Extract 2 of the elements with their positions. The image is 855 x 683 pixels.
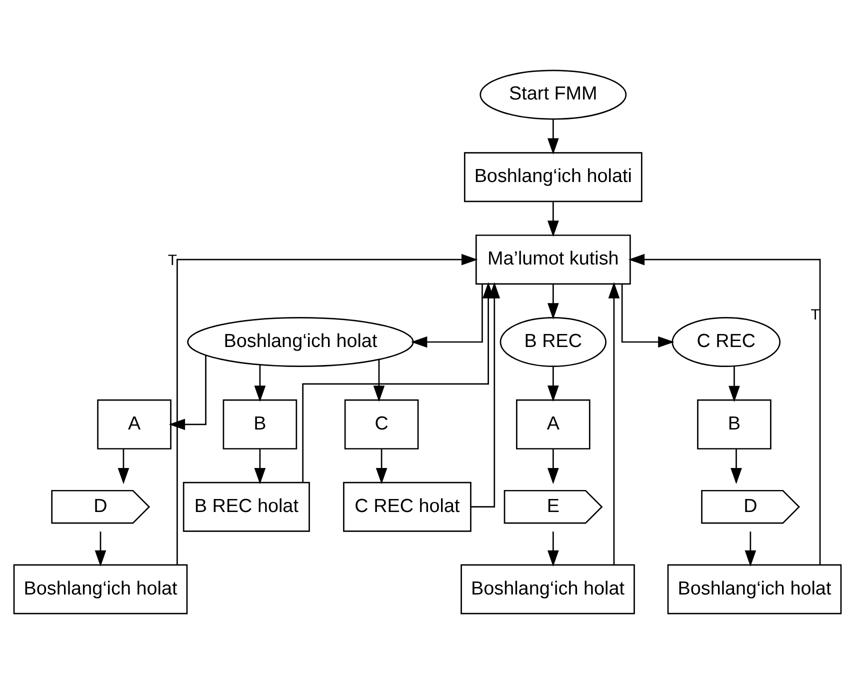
edge-label: T	[168, 252, 177, 269]
edge-label: T	[810, 307, 820, 324]
